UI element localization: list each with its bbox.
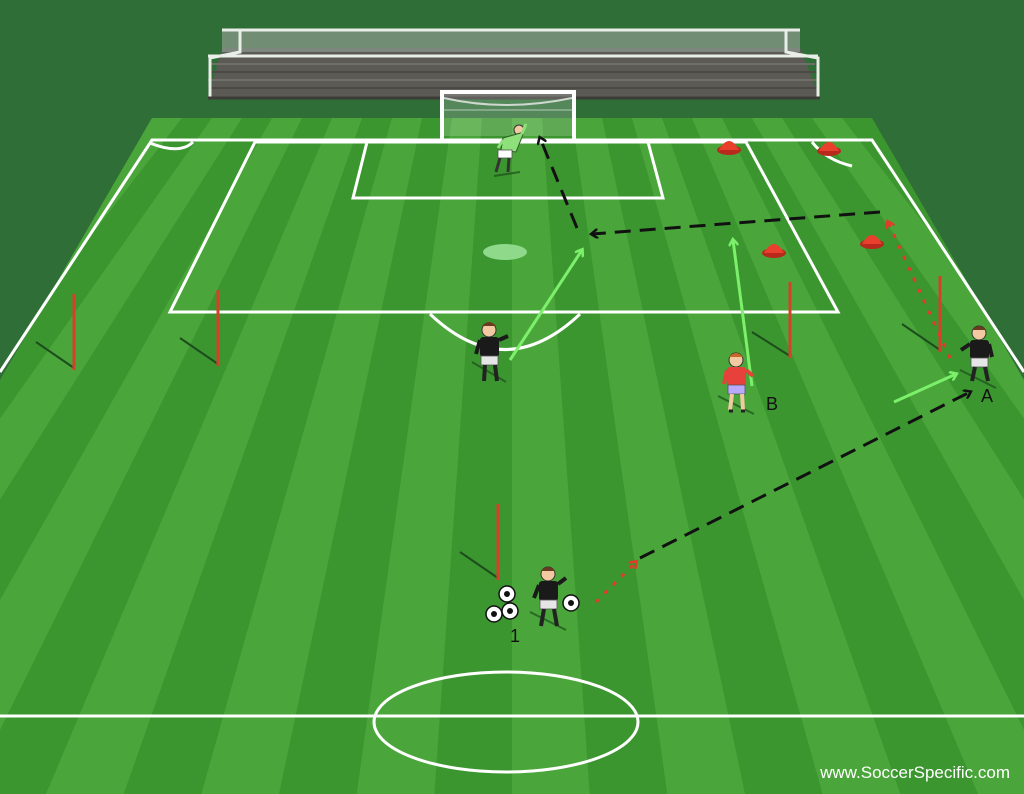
run-arrow-center <box>508 250 582 361</box>
pitch-surface <box>0 118 1024 794</box>
pitch-stripe <box>512 118 590 794</box>
penalty-arc <box>428 312 582 351</box>
penalty-spot <box>483 244 527 260</box>
pass-arrow-to-a <box>639 392 970 560</box>
pitch-stripe <box>692 118 1024 794</box>
pitch-stripe <box>201 118 422 794</box>
shot-arrow-to-goal <box>540 138 579 229</box>
ball-pile <box>485 585 519 623</box>
defender-b <box>717 352 755 415</box>
center-circle <box>372 670 640 774</box>
run-arrow-a <box>893 374 956 404</box>
pitch-stripe <box>812 118 1024 794</box>
corner-arc-right <box>810 141 853 168</box>
run-arrows <box>508 240 956 404</box>
dribble-arrow-a <box>888 222 952 359</box>
pitch-stripe <box>46 118 362 794</box>
pole-left-inner <box>179 290 220 366</box>
goal-area <box>351 140 665 200</box>
pole-left-outer <box>35 294 76 370</box>
pitch-stripe <box>632 118 901 794</box>
label-b: B <box>766 394 778 414</box>
attacker-a <box>959 325 997 389</box>
label-a: A <box>981 386 993 406</box>
pitch-stripe <box>356 118 482 794</box>
pass-arrow-to-penalty-spot <box>592 210 881 234</box>
cone <box>717 141 741 155</box>
cone <box>860 235 884 249</box>
pole-right-outer <box>901 276 942 352</box>
cone <box>817 142 841 156</box>
goal-frame <box>440 90 576 140</box>
run-arrow-b <box>733 240 754 387</box>
cone <box>762 244 786 258</box>
label-1: 1 <box>510 626 520 646</box>
ball <box>562 594 580 612</box>
pitch-stripe <box>0 118 302 794</box>
watermark: www.SoccerSpecific.com <box>819 763 1010 782</box>
grandstand <box>208 28 820 100</box>
corner-arc-left <box>149 140 195 151</box>
attacker-center <box>471 322 509 383</box>
pitch-stripe <box>0 118 242 794</box>
pole-bottom <box>459 504 500 580</box>
pitch-stripe <box>752 118 1024 794</box>
player-1 <box>529 566 568 631</box>
goalkeeper <box>493 123 528 177</box>
pole-right-inner <box>751 282 792 358</box>
pass-arrows <box>540 138 970 560</box>
dribble-arrows <box>594 222 952 604</box>
pitch-stripe <box>572 118 745 794</box>
